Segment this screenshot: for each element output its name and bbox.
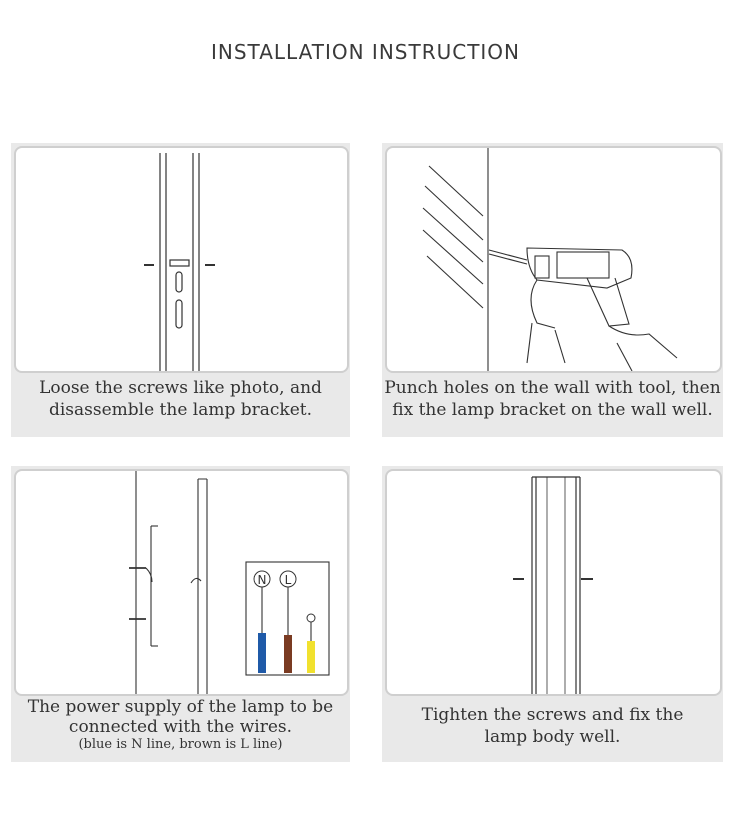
yellow-wire (307, 641, 315, 673)
step-4-caption-line-2: lamp body well. (484, 727, 621, 747)
step-1-caption-line-2: disassemble the lamp bracket. (48, 400, 313, 420)
drill-drawing (422, 148, 678, 371)
lamp-bracket-drawing (144, 153, 215, 371)
step-1-caption: Loose the screws like photo, and disasse… (11, 377, 350, 421)
wire-label-l: L (285, 573, 292, 587)
step-1-panel: Loose the screws like photo, and disasse… (11, 143, 350, 437)
blue-wire (258, 633, 266, 673)
wire-label-n: N (258, 573, 267, 587)
step-4-caption: Tighten the screws and fix the lamp body… (382, 704, 723, 748)
wiring-drawing: N L (129, 471, 330, 694)
lamp-body-drawing (513, 476, 593, 694)
step-3-illustration: N L (14, 469, 349, 696)
step-2-panel: Punch holes on the wall with tool, then … (382, 143, 723, 437)
step-2-caption: Punch holes on the wall with tool, then … (382, 377, 723, 421)
step-4-panel: Tighten the screws and fix the lamp body… (382, 466, 723, 762)
brown-wire (284, 635, 292, 673)
ground-icon (306, 613, 316, 623)
step-4-caption-line-1: Tighten the screws and fix the (421, 705, 684, 725)
step-4-illustration (385, 469, 722, 696)
step-2-caption-line-2: fix the lamp bracket on the wall well. (392, 400, 713, 420)
step-3-panel: N L The power supply of the lamp to be c… (11, 466, 350, 762)
step-3-caption: The power supply of the lamp to be conne… (11, 697, 350, 753)
step-1-caption-line-1: Loose the screws like photo, and (39, 378, 322, 398)
step-3-caption-note: (blue is N line, brown is L line) (78, 737, 283, 752)
page-title: INSTALLATION INSTRUCTION (210, 40, 521, 64)
step-3-caption-line-2: connected with the wires. (68, 717, 293, 737)
step-2-illustration (385, 146, 722, 373)
step-1-illustration (14, 146, 349, 373)
step-3-caption-line-1: The power supply of the lamp to be (27, 697, 334, 717)
step-2-caption-line-1: Punch holes on the wall with tool, then (384, 378, 721, 398)
